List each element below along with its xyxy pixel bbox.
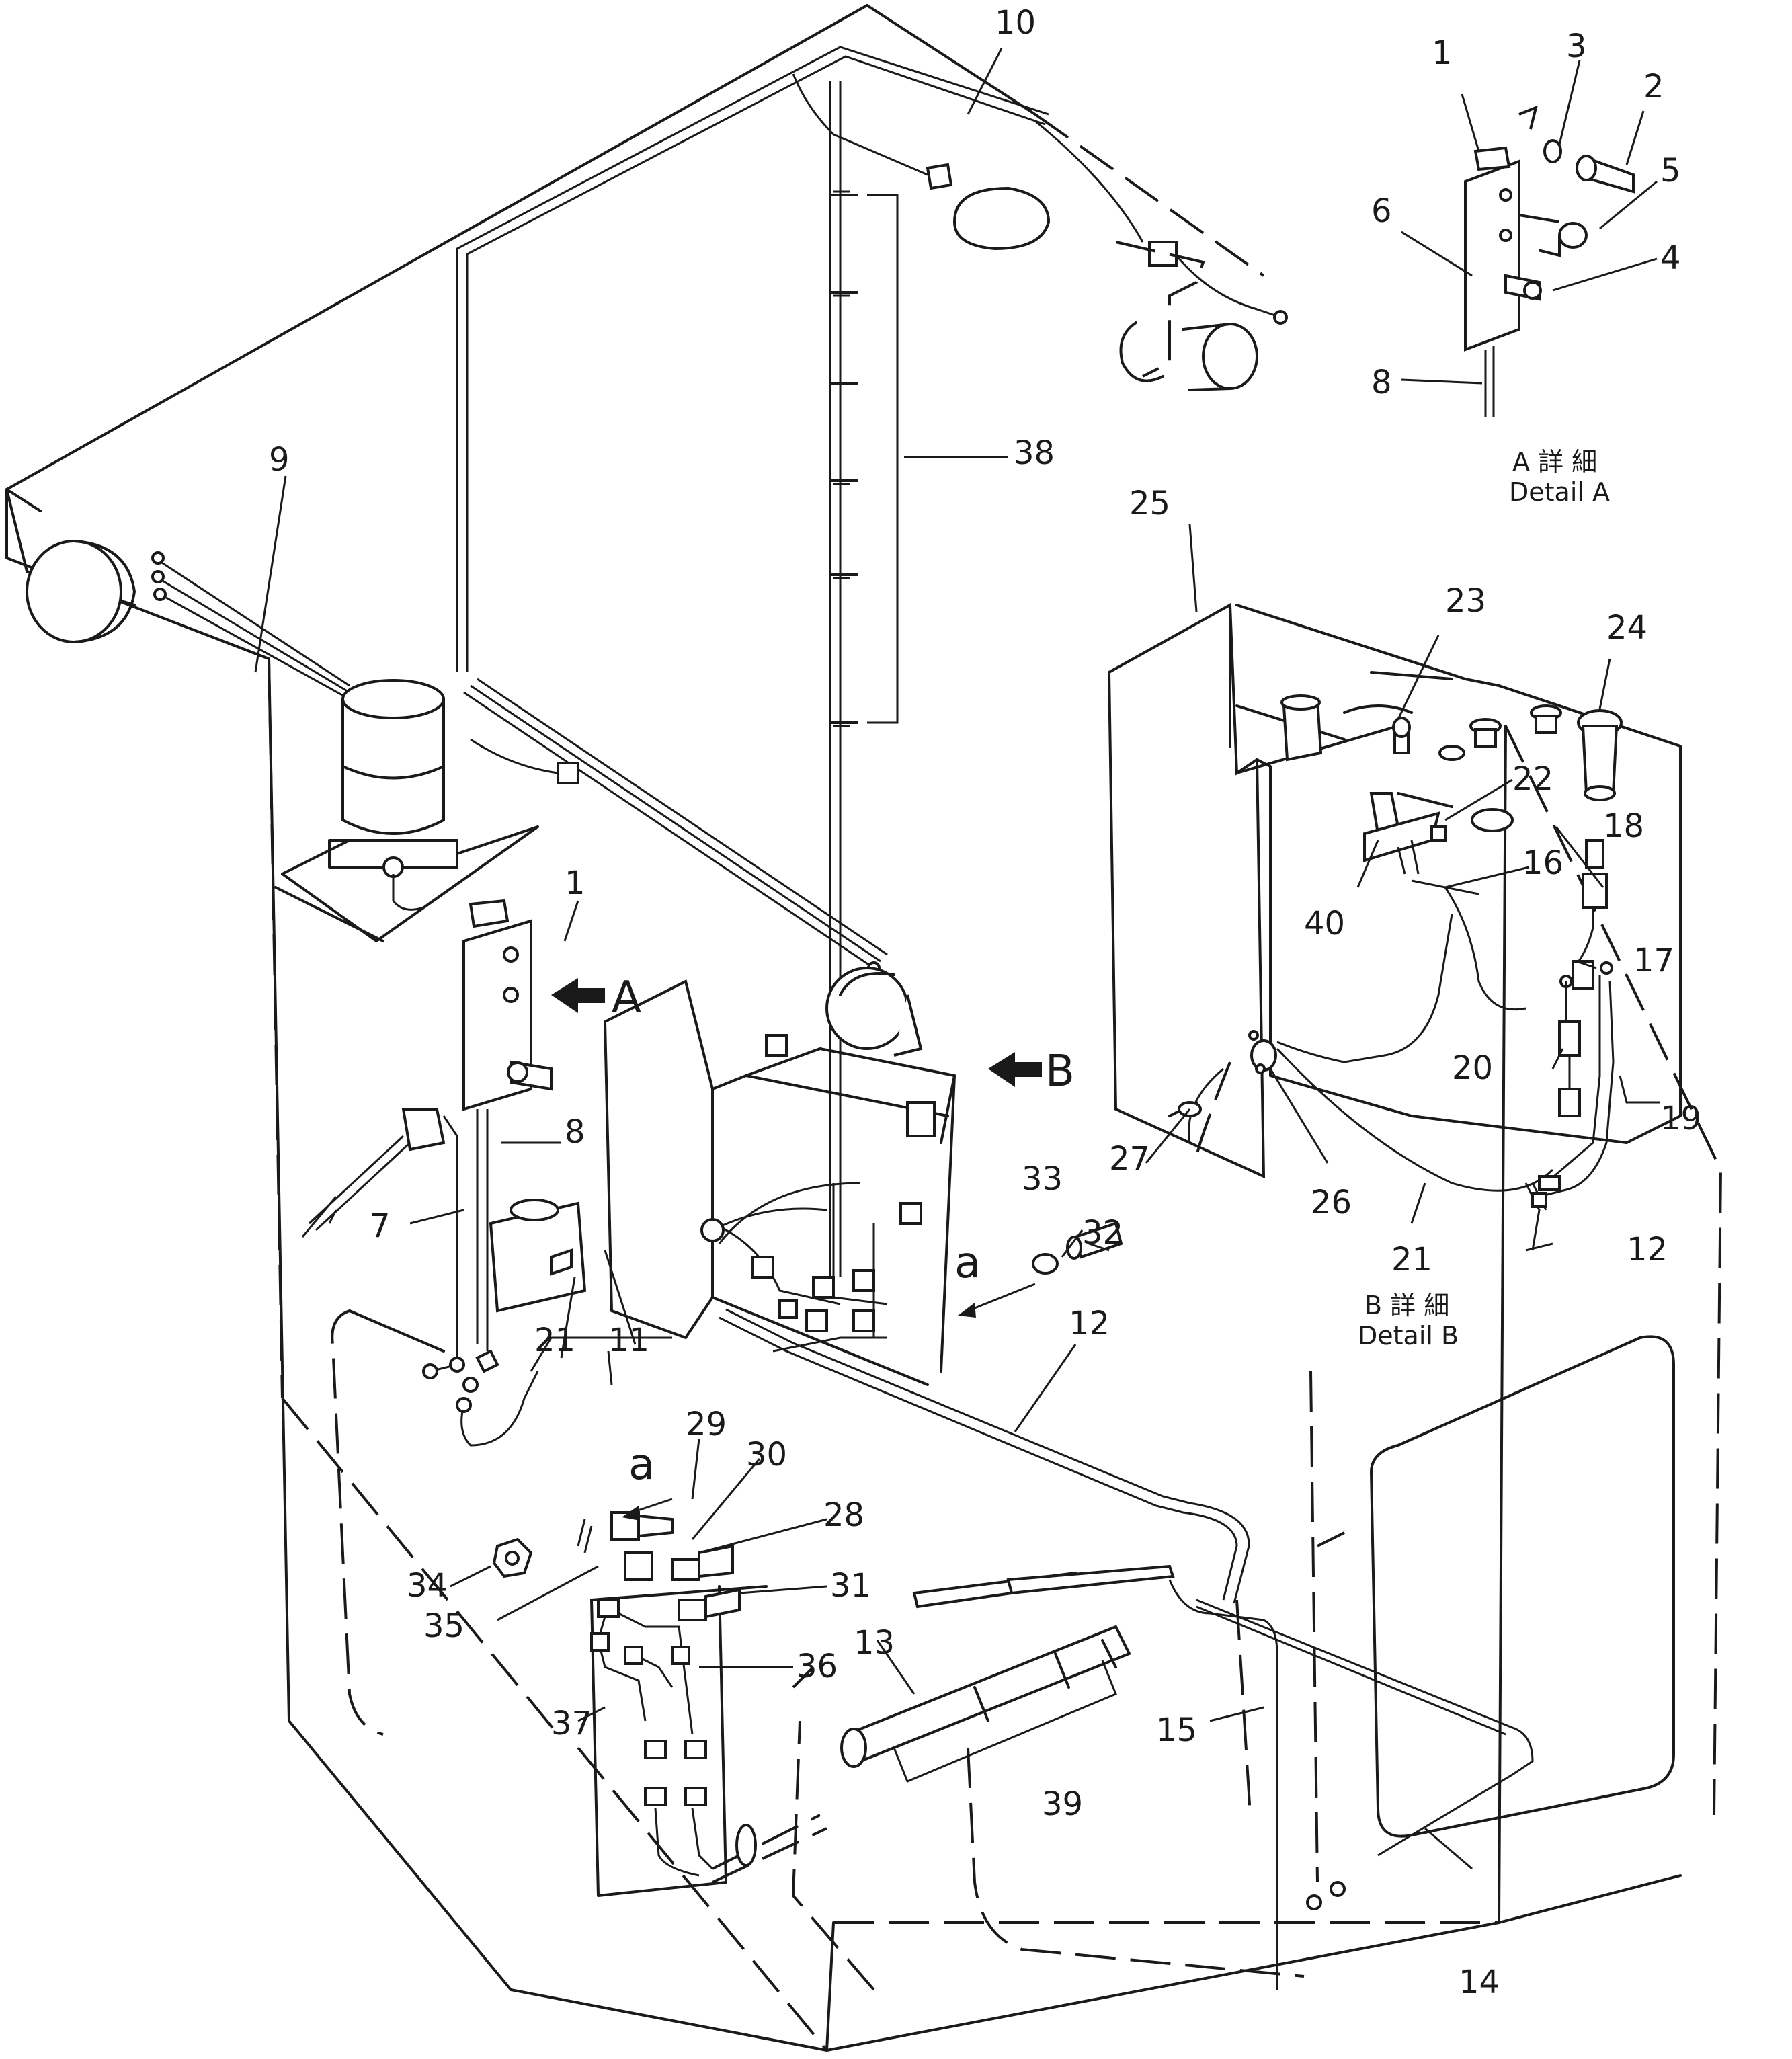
label-30: 30 — [746, 1436, 787, 1473]
label-33: 33 — [1022, 1160, 1063, 1198]
arrow-a-icon — [551, 978, 605, 1013]
cab-outline — [5, 4, 1723, 2052]
ref-a-label-right: a — [954, 1238, 981, 1288]
label-26: 26 — [1311, 1184, 1352, 1221]
label-31: 31 — [830, 1567, 871, 1605]
ref-a-label-left: a — [628, 1440, 655, 1490]
bolt-washer — [1032, 1221, 1123, 1275]
label-32: 32 — [1082, 1214, 1123, 1252]
label-14: 14 — [1459, 1964, 1500, 2001]
label-4: 4 — [1660, 239, 1681, 277]
rotary-beacon — [281, 679, 539, 942]
label-2: 2 — [1643, 68, 1664, 106]
leader-lines — [254, 48, 1660, 1870]
detail-b-caption-jp: B 詳 細 — [1365, 1291, 1449, 1320]
head-lamp — [26, 540, 350, 700]
label-18: 18 — [1603, 807, 1644, 845]
label-15: 15 — [1156, 1711, 1197, 1749]
detail-b — [1107, 602, 1682, 1251]
detail-a — [1464, 105, 1635, 417]
wiper-assembly — [840, 1564, 1534, 1990]
label-24: 24 — [1606, 609, 1647, 647]
label-12-center: 12 — [1069, 1305, 1110, 1342]
label-40: 40 — [1304, 905, 1345, 942]
left-harness — [301, 1108, 587, 1447]
view-captions: A B a a A 詳 細 Detail A B 詳 細 Detail B — [612, 447, 1610, 1490]
detail-b-caption-en: Detail B — [1358, 1321, 1459, 1350]
detail-a-caption-en: Detail A — [1509, 477, 1610, 507]
part-labels: 10 38 9 25 1 3 2 5 4 6 8 1 8 7 21 11 12 … — [269, 4, 1701, 2001]
label-11: 11 — [608, 1322, 649, 1359]
label-25: 25 — [1129, 485, 1170, 522]
label-7: 7 — [370, 1207, 391, 1245]
roof-harness — [456, 46, 1288, 1015]
label-detail-a-1: 1 — [1432, 34, 1453, 72]
switch-box — [462, 899, 553, 1351]
label-34: 34 — [407, 1567, 448, 1605]
arrow-b-icon — [988, 1052, 1042, 1087]
label-39: 39 — [1042, 1785, 1083, 1823]
label-27: 27 — [1109, 1140, 1150, 1178]
view-a-label: A — [612, 973, 641, 1022]
label-36: 36 — [797, 1648, 838, 1685]
label-5: 5 — [1660, 152, 1681, 190]
view-b-label: B — [1045, 1047, 1075, 1096]
label-20: 20 — [1452, 1049, 1493, 1087]
label-9: 9 — [269, 441, 290, 479]
label-13: 13 — [854, 1624, 895, 1662]
label-28: 28 — [823, 1496, 864, 1534]
view-arrows — [551, 978, 1042, 1521]
label-10: 10 — [995, 4, 1036, 42]
label-1: 1 — [565, 864, 585, 902]
detail-a-caption-jp: A 詳 細 — [1512, 447, 1597, 477]
label-35: 35 — [423, 1607, 464, 1645]
label-21-detail-b: 21 — [1391, 1241, 1432, 1279]
label-8: 8 — [565, 1113, 585, 1151]
label-detail-a-8: 8 — [1371, 364, 1392, 401]
lower-left-panel — [492, 1511, 827, 1897]
label-29: 29 — [686, 1406, 727, 1443]
label-21-left: 21 — [534, 1322, 575, 1359]
label-22: 22 — [1512, 760, 1553, 798]
label-38: 38 — [1014, 434, 1055, 472]
label-3: 3 — [1566, 28, 1587, 65]
vertical-harness — [829, 81, 899, 1277]
center-control-box — [603, 967, 1250, 1604]
label-23: 23 — [1445, 582, 1486, 620]
label-37: 37 — [551, 1705, 592, 1742]
label-12-detail-b: 12 — [1627, 1231, 1668, 1268]
label-6: 6 — [1371, 192, 1392, 230]
label-17: 17 — [1633, 942, 1674, 979]
label-19: 19 — [1660, 1100, 1701, 1137]
label-16: 16 — [1522, 844, 1563, 882]
